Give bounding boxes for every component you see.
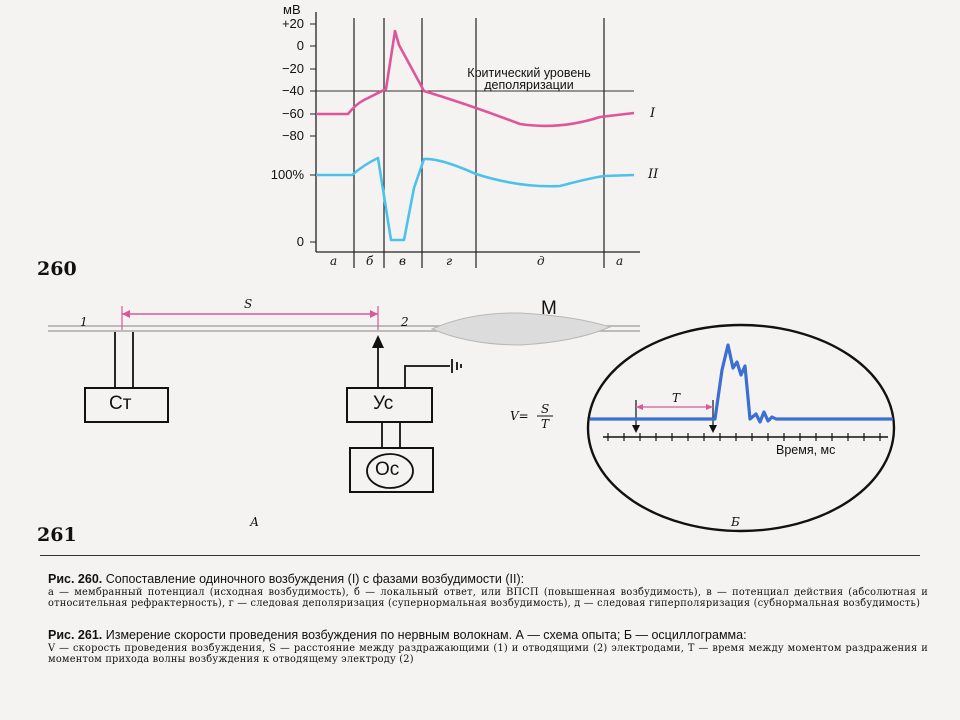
- panel-B-label: Б: [731, 515, 740, 529]
- caption-261-title: Измерение скорости проведения возбуждени…: [105, 628, 747, 642]
- curve-label-I: I: [650, 106, 656, 121]
- muscle-shape: [430, 312, 612, 346]
- phase-label: а: [330, 254, 338, 268]
- muscle-label: М: [541, 298, 557, 319]
- oscilloscope-screen: [586, 323, 896, 533]
- y-tick: −20: [281, 61, 304, 76]
- oscillogram-trace: [590, 343, 893, 424]
- phase-label: а: [616, 254, 624, 268]
- stimulator-label: Ст: [109, 393, 132, 414]
- critical-level-label-line1: Критический уровень: [467, 66, 591, 80]
- caption-261: Рис. 261. Измерение скорости проведения …: [48, 628, 928, 665]
- T-label: T: [672, 391, 681, 405]
- formula-left: V=: [510, 409, 529, 423]
- caption-260-title: Сопоставление одиночного возбуждения (I)…: [105, 572, 525, 586]
- critical-level-label-line2: деполяризации: [484, 78, 574, 92]
- caption-divider: [40, 555, 920, 556]
- caption-261-body: V — скорость проведения возбуждения, S —…: [48, 643, 928, 665]
- y-axis-unit: мВ: [283, 2, 301, 17]
- electrode-1-label: 1: [80, 315, 88, 329]
- distance-label: S: [244, 297, 253, 311]
- caption-260: Рис. 260. Сопоставление одиночного возбу…: [48, 572, 928, 609]
- formula-denominator: T: [541, 417, 550, 431]
- figure-261-number: 261: [37, 524, 77, 546]
- amplifier-label: Ус: [373, 393, 394, 414]
- phase-label: в: [399, 254, 406, 268]
- phase-label: б: [366, 254, 374, 268]
- figure-260-number: 260: [37, 258, 77, 280]
- time-axis-label: Время, мс: [776, 443, 836, 457]
- y-tick: −40: [281, 83, 304, 98]
- formula-numerator: S: [541, 402, 550, 416]
- oscilloscope-box: [349, 447, 434, 493]
- amplifier-box: [346, 387, 433, 423]
- caption-261-heading: Рис. 261. Измерение скорости проведения …: [48, 628, 928, 643]
- y-tick: −60: [281, 106, 304, 121]
- y-tick-percent: 100%: [270, 167, 304, 182]
- caption-260-body: а — мембранный потенциал (исходная возбу…: [48, 587, 928, 609]
- y-tick: +20: [281, 16, 304, 31]
- electrode-2-label: 2: [401, 315, 409, 329]
- y-tick: 0: [296, 38, 304, 53]
- caption-260-number: Рис. 260.: [48, 572, 103, 586]
- phase-label: д: [537, 254, 545, 268]
- excitability-curve: [316, 156, 635, 242]
- caption-261-number: Рис. 261.: [48, 628, 103, 642]
- oscilloscope-label: Ос: [375, 459, 400, 480]
- curve-label-II: II: [648, 167, 659, 182]
- y-tick-percent: 0: [296, 234, 304, 249]
- caption-260-heading: Рис. 260. Сопоставление одиночного возбу…: [48, 572, 928, 587]
- panel-A-label: А: [250, 515, 260, 529]
- stimulator-box: [84, 387, 169, 423]
- y-tick: −80: [281, 128, 304, 143]
- membrane-potential-curve: [316, 29, 635, 128]
- phase-label: г: [446, 254, 453, 268]
